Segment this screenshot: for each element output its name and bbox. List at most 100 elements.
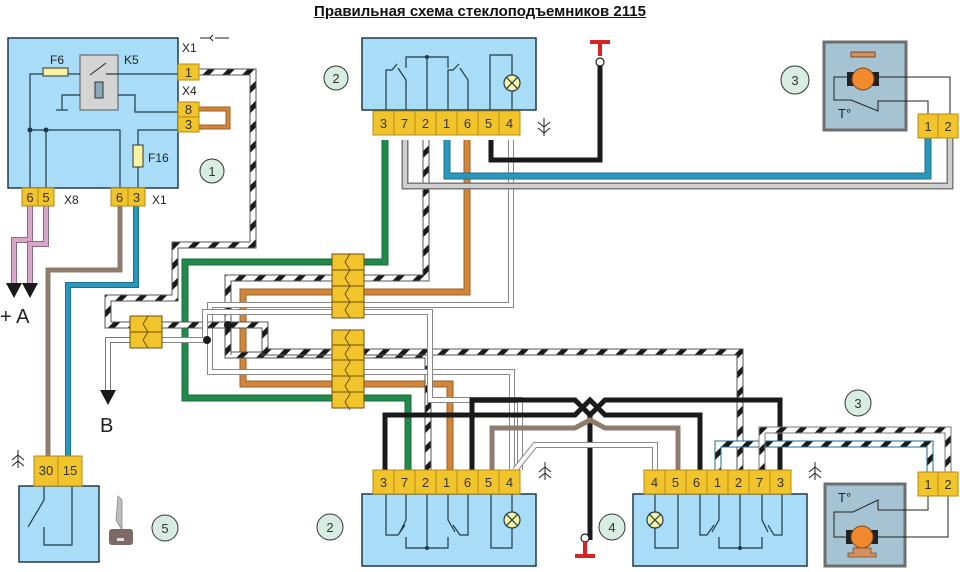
motor-top-pins: 1 2: [917, 113, 959, 139]
x1-bottom-label: X1: [152, 193, 167, 207]
wire-to-b: [105, 337, 135, 392]
svg-text:6: 6: [116, 190, 123, 205]
connector-pin-label: 4: [506, 475, 513, 490]
svg-text:5: 5: [42, 190, 49, 205]
connector-symbol-icon: [538, 462, 552, 480]
wire-black-cross-b: [382, 396, 703, 470]
x1-top-pin: 1: [177, 63, 200, 81]
fuse-f6-label: F6: [50, 53, 64, 67]
connector-pin-label: 5: [485, 475, 492, 490]
window-switch-top: [361, 37, 537, 111]
callout-2-top: 2: [323, 65, 349, 91]
connector-pin-label: 2: [422, 116, 429, 131]
window-switch-right: [632, 493, 808, 567]
window-motor-top: [822, 40, 951, 132]
connector-pin-label: 1: [714, 475, 721, 490]
connector-pin-label: 5: [485, 116, 492, 131]
callout-1: 1: [199, 158, 225, 184]
svg-text:1: 1: [208, 164, 215, 179]
svg-text:30: 30: [39, 463, 53, 478]
x8-pins: 6 5: [21, 187, 55, 207]
wire-blue-striped-right: [714, 440, 934, 472]
connector-pin-label: 2: [735, 475, 742, 490]
ignition-switch: [18, 485, 100, 563]
svg-text:3: 3: [133, 190, 140, 205]
ignition-pins: 30 15: [33, 455, 83, 487]
svg-text:3: 3: [854, 396, 861, 411]
connector-pin-label: 3: [380, 475, 387, 490]
wire-brown-x1-6: [45, 205, 123, 462]
terminal-plus-a-label: + A: [0, 306, 30, 328]
fuse-f6: [42, 67, 69, 77]
temp-switch-bottom-label: T°: [838, 490, 851, 505]
arrow-plus-a: [6, 283, 38, 298]
connector-pin-label: 6: [464, 116, 471, 131]
connector-pin-label: 4: [506, 116, 513, 131]
svg-text:2: 2: [332, 71, 339, 86]
wire-blue-top-1: [443, 128, 932, 180]
terminal-b-label: B: [100, 415, 113, 437]
junction-dot: [224, 321, 232, 329]
svg-text:1: 1: [924, 119, 931, 134]
ground-top-icon: [590, 40, 610, 67]
connector-pin-label: 5: [672, 475, 679, 490]
connector-pin-label: 3: [380, 116, 387, 131]
svg-text:4: 4: [608, 520, 615, 535]
wire-brown-cross: [489, 417, 681, 470]
wire-orange-x4-loop: [199, 106, 231, 130]
connector-pin-label: 2: [422, 475, 429, 490]
svg-text:2: 2: [944, 119, 951, 134]
svg-text:3: 3: [185, 117, 192, 132]
wire-striped-x1-1: [104, 68, 257, 329]
relay-k5: [79, 54, 119, 111]
callout-5: 5: [151, 514, 179, 542]
connector-symbol-icon: [537, 118, 551, 136]
svg-text:1: 1: [924, 477, 931, 492]
svg-text:2: 2: [326, 520, 333, 535]
svg-text:6: 6: [26, 190, 33, 205]
ground-bottom-icon: [575, 533, 595, 558]
connector-pin-label: 1: [443, 475, 450, 490]
motor-bottom-pins: 1 2: [917, 471, 959, 497]
svg-text:1: 1: [185, 65, 192, 80]
x8-label: X8: [64, 193, 79, 207]
relay-k5-label: K5: [124, 53, 139, 67]
callout-3-top: 3: [780, 65, 810, 95]
connector-block-upper: [331, 253, 365, 319]
temp-switch-top-label: T°: [838, 106, 851, 121]
connector-pin: [498, 469, 521, 495]
svg-text:8: 8: [185, 102, 192, 117]
connector-block-lower: [331, 329, 365, 411]
connector-pin-label: 7: [401, 475, 408, 490]
callout-2-bottom: 2: [316, 513, 344, 541]
connector-pin-label: 4: [651, 475, 658, 490]
x1-bottom-pins: 6 3: [110, 187, 146, 207]
wire-pink-x8-6: [11, 205, 33, 283]
wire-blue-x1-3: [65, 205, 139, 462]
fuse-f16-label: F16: [148, 151, 169, 165]
wire-gray-striped-right: [758, 426, 952, 472]
svg-text:3: 3: [791, 73, 798, 88]
svg-text:2: 2: [944, 477, 951, 492]
wire-white-bottom-4: [512, 442, 658, 472]
connector-symbol-icon: [200, 34, 229, 42]
connector-pin-label: 6: [693, 475, 700, 490]
callout-3-bottom: 3: [844, 389, 872, 417]
mounting-block: [7, 37, 179, 189]
wire-pink-x8-5: [27, 205, 49, 283]
window-motor-bottom: [823, 482, 949, 568]
connector-pin: [769, 469, 792, 495]
connector-pin-label: 6: [464, 475, 471, 490]
x4-label: X4: [182, 84, 197, 98]
svg-text:5: 5: [161, 521, 168, 536]
wire-green: [181, 140, 412, 470]
arrow-b-icon: [100, 390, 116, 405]
fuse-f16: [132, 144, 144, 168]
connector-pin-label: 7: [401, 116, 408, 131]
connector-pin-label: 3: [777, 475, 784, 490]
x1-top-label: X1: [182, 41, 197, 55]
